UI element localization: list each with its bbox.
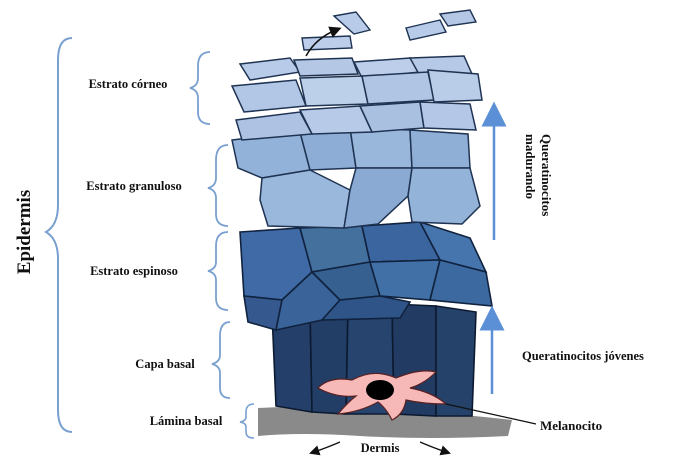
label-estrato-corneo: Estrato córneo [89, 77, 168, 91]
granuloso-bracket [208, 145, 228, 226]
melanocyte-nucleus [366, 380, 394, 400]
dermis-arrow-left [314, 442, 340, 452]
epidermis-label: Epidermis [14, 190, 35, 274]
label-queratinocitos-madurando: Queratinocitos madurando [523, 134, 554, 220]
label-melanocito: Melanocito [540, 418, 602, 433]
espinoso-bracket [208, 232, 228, 310]
corneo-cells [232, 56, 482, 140]
granuloso-cells [232, 128, 480, 228]
corneo-bracket [190, 52, 210, 124]
label-estrato-espinoso: Estrato espinoso [90, 264, 178, 278]
label-lamina-basal: Lámina basal [150, 414, 223, 428]
maturing-line-2: madurando [523, 134, 538, 199]
label-capa-basal: Capa basal [135, 357, 195, 371]
label-dermis: Dermis [361, 441, 400, 455]
desquamating-flakes [302, 10, 476, 50]
epidermis-bracket [46, 38, 72, 432]
dermis-arrow-right [420, 442, 446, 452]
maturing-line-1: Queratinocitos [539, 134, 554, 216]
lamina-bracket [240, 404, 254, 438]
basal-bracket [212, 322, 230, 398]
label-queratinocitos-jovenes: Queratinocitos jóvenes [522, 349, 644, 363]
label-estrato-granuloso: Estrato granuloso [86, 179, 182, 193]
